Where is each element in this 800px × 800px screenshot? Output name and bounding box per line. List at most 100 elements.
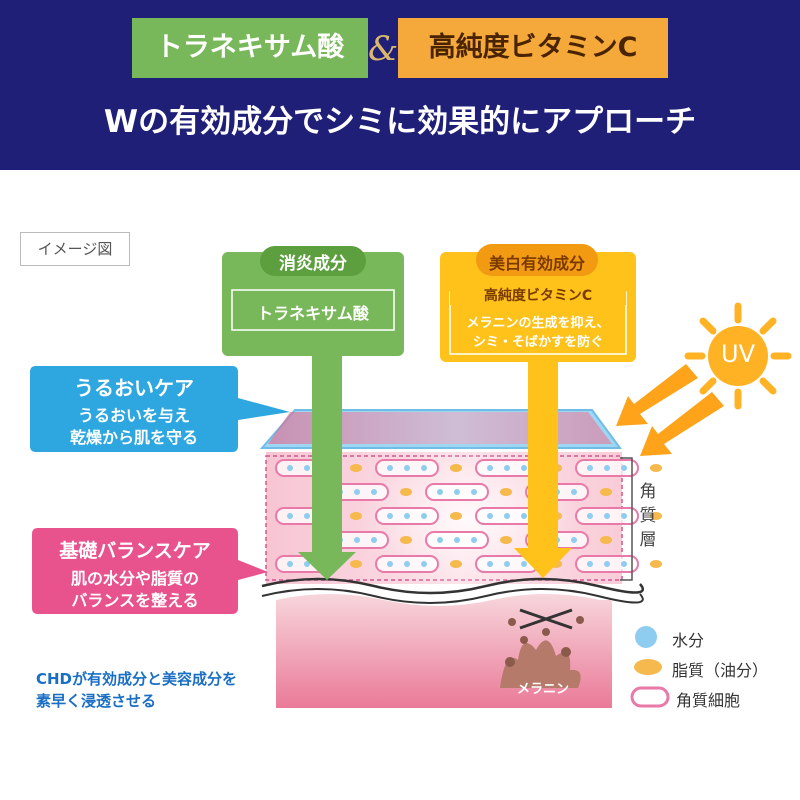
yellow-box-title: 美白有効成分	[488, 254, 585, 273]
green-box-title-pill	[260, 246, 366, 276]
water-dot	[387, 513, 393, 519]
corneum-char-3: 層	[639, 530, 657, 550]
lipid-dot	[350, 464, 362, 472]
water-dot	[587, 561, 593, 567]
water-dot	[421, 513, 427, 519]
corneum-label: 角 質 層	[637, 480, 659, 552]
pink-callout-title: 基礎バランスケア	[59, 540, 211, 562]
water-dot	[621, 465, 627, 471]
lipid-dot	[600, 536, 612, 544]
yellow-box-item: 高純度ビタミンC	[450, 285, 626, 305]
yellow-box-desc-1: メラニンの生成を抑え、	[466, 316, 610, 331]
lipid-dot	[500, 488, 512, 496]
green-box-title: 消炎成分	[279, 254, 347, 274]
water-dot	[287, 561, 293, 567]
water-dot	[404, 561, 410, 567]
uv-label: UV	[721, 340, 755, 368]
water-dot	[487, 513, 493, 519]
corneum-char-1: 角	[639, 482, 657, 502]
water-dot	[504, 513, 510, 519]
water-dot	[404, 513, 410, 519]
water-dot	[354, 489, 360, 495]
water-dot	[621, 561, 627, 567]
skin-boundary-line	[261, 577, 645, 595]
melanin-cluster	[500, 636, 581, 688]
blue-callout-title: うるおいケア	[74, 376, 194, 400]
lipid-dot	[450, 512, 462, 520]
skin-boundary-line-2	[261, 588, 644, 604]
pink-callout-line-1: 肌の水分や脂質の	[70, 569, 199, 588]
legend-corneocyte-label: 角質細胞	[676, 691, 741, 710]
yellow-box	[440, 252, 636, 362]
blue-callout	[30, 366, 290, 452]
water-dot	[471, 537, 477, 543]
lipid-dot	[350, 512, 362, 520]
lipid-dot	[400, 488, 412, 496]
water-dot	[604, 513, 610, 519]
lipid-dot	[650, 464, 662, 472]
legend-water-label: 水分	[672, 631, 705, 650]
water-dot	[421, 561, 427, 567]
legend-lipid-marker	[634, 659, 662, 675]
headline: Wの有効成分でシミに効果的にアプローチ	[103, 104, 697, 140]
water-dot	[487, 465, 493, 471]
uv-ray-arrows	[616, 364, 724, 456]
water-dot	[504, 561, 510, 567]
blue-callout-line-2: 乾燥から肌を守る	[69, 428, 198, 447]
water-dot	[387, 465, 393, 471]
water-dot	[354, 537, 360, 543]
green-box-inner	[231, 289, 395, 331]
blue-callout-line-1: うるおいを与え	[77, 406, 190, 425]
water-dot	[621, 513, 627, 519]
legend-corneocyte-marker	[630, 686, 670, 708]
uv-sun-icon	[684, 302, 792, 410]
lipid-dot	[500, 536, 512, 544]
melanin-blocked-mark	[508, 608, 584, 636]
vitamin-c-tag: 高純度ビタミンC	[398, 18, 668, 78]
legend-lipid-label: 脂質（油分）	[672, 661, 769, 680]
lipid-dot	[450, 464, 462, 472]
water-dot	[587, 465, 593, 471]
water-dot	[404, 465, 410, 471]
header-banner: トラネキサム酸 & 高純度ビタミンC Wの有効成分でシミに効果的にアプローチ	[0, 0, 800, 170]
water-dot	[604, 561, 610, 567]
lipid-dot	[600, 488, 612, 496]
lipid-dot	[650, 512, 662, 520]
water-dot	[437, 537, 443, 543]
yellow-box-title-pill	[476, 244, 598, 276]
water-dot	[371, 537, 377, 543]
bottom-note-line-1: CHDが有効成分と美容成分を	[36, 670, 238, 688]
corneum-char-2: 質	[639, 506, 657, 526]
water-dot	[304, 513, 310, 519]
lipid-dot	[450, 560, 462, 568]
water-dot	[304, 561, 310, 567]
lipid-dot	[350, 560, 362, 568]
water-dot	[287, 465, 293, 471]
green-arrow	[298, 330, 356, 580]
water-dot	[521, 513, 527, 519]
lipid-dot	[400, 536, 412, 544]
water-dot	[587, 513, 593, 519]
tranexamic-acid-tag: トラネキサム酸	[132, 18, 368, 78]
water-dot	[521, 465, 527, 471]
water-dot	[571, 489, 577, 495]
water-dot	[571, 537, 577, 543]
water-dot	[387, 561, 393, 567]
bottom-note-line-2: 素早く浸透させる	[36, 692, 157, 710]
water-dot	[421, 465, 427, 471]
water-dot	[504, 465, 510, 471]
ampersand: &	[368, 29, 399, 69]
water-dot	[454, 537, 460, 543]
skin-upper-face	[268, 412, 612, 444]
water-dot	[471, 489, 477, 495]
corneum-bracket	[620, 457, 633, 581]
water-dot	[604, 465, 610, 471]
water-dot	[521, 561, 527, 567]
yellow-box-desc-2: シミ・そばかすを防ぐ	[472, 335, 604, 350]
pink-callout	[32, 528, 268, 614]
green-box-item: トラネキサム酸	[257, 304, 369, 323]
image-label: イメージ図	[20, 232, 130, 266]
water-dot	[487, 561, 493, 567]
water-dot	[287, 513, 293, 519]
